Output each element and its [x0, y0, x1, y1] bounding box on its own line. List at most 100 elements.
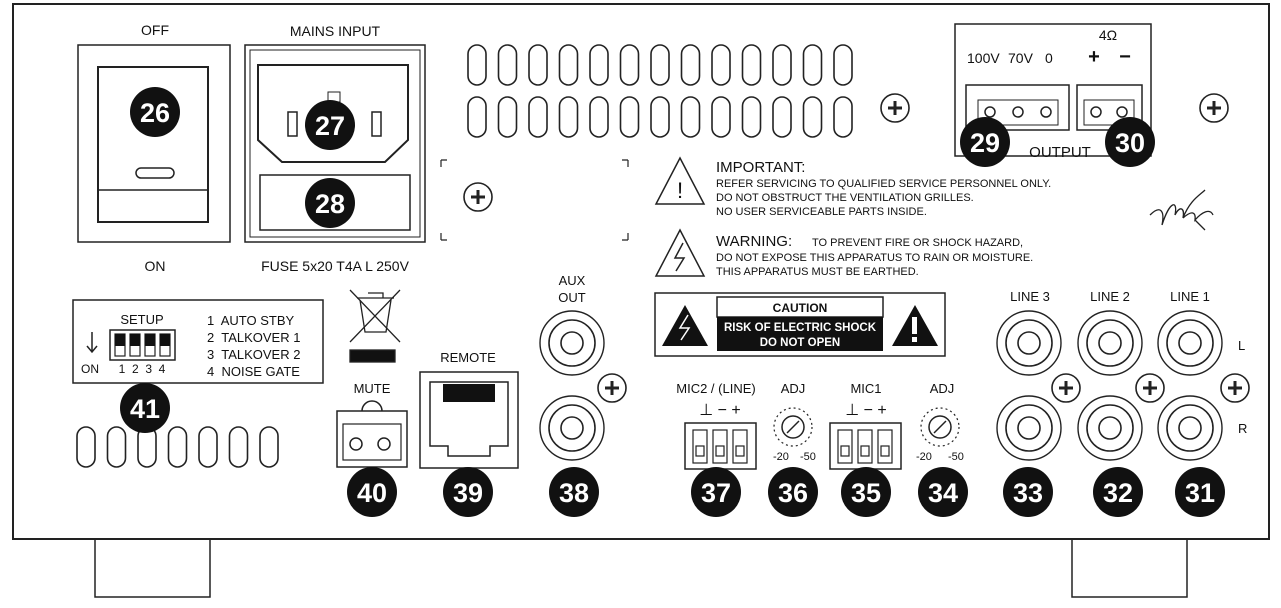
callout-number: 27	[315, 111, 345, 141]
mic2-label: MIC2 / (LINE)	[676, 381, 755, 396]
mains-input-socket[interactable]	[244, 44, 426, 243]
callout-number: 28	[315, 189, 345, 219]
ventilation-grille-lower	[76, 426, 279, 468]
vent-slot	[467, 96, 487, 138]
line1-label: LINE 1	[1170, 289, 1210, 304]
vent-slot	[680, 96, 701, 138]
screw-icon	[463, 182, 493, 212]
vent-slot	[650, 96, 670, 138]
vent-slot	[528, 44, 548, 86]
vent-slot	[680, 44, 701, 86]
vent-slot	[833, 44, 853, 86]
callout-badge-41: 41	[120, 383, 170, 433]
callout-badge-31: 31	[1175, 467, 1225, 517]
rca-jack[interactable]	[1157, 310, 1223, 376]
vent-slot	[76, 426, 96, 468]
output-0-label: 0	[1045, 50, 1053, 66]
screw-icon	[597, 373, 627, 403]
vent-slot	[467, 44, 487, 86]
setup-option-4: 4 NOISE GATE	[207, 364, 300, 379]
callout-number: 36	[778, 478, 808, 508]
mute-connector[interactable]	[336, 400, 408, 468]
vent-slot	[558, 44, 579, 86]
screw-icon	[1051, 373, 1081, 403]
callout-badge-35: 35	[841, 467, 891, 517]
warning-line-3: THIS APPARATUS MUST BE EARTHED.	[716, 266, 919, 278]
rca-jack[interactable]	[1077, 395, 1143, 461]
warning-title: WARNING:	[716, 233, 792, 250]
setup-option-2: 2 TALKOVER 1	[207, 330, 300, 345]
callout-number: 41	[130, 394, 160, 424]
left-foot	[94, 540, 211, 598]
vent-slot	[106, 426, 127, 468]
vent-slot	[497, 44, 518, 86]
vent-slot	[198, 426, 218, 468]
dip-numbers-label: 1 2 3 4	[119, 362, 166, 376]
callout-number: 37	[701, 478, 731, 508]
screw-icon	[880, 93, 910, 123]
mic2-adj-max: -50	[800, 451, 816, 463]
callout-number: 31	[1185, 478, 1215, 508]
mic2-adj-label: ADJ	[781, 381, 806, 396]
ventilation-grille-bottom	[467, 96, 853, 138]
mute-label: MUTE	[354, 381, 391, 396]
callout-badge-29: 29	[960, 117, 1010, 167]
important-line-1: REFER SERVICING TO QUALIFIED SERVICE PER…	[716, 178, 1051, 190]
rca-jack[interactable]	[539, 395, 605, 461]
callout-badge-40: 40	[347, 467, 397, 517]
callout-badge-33: 33	[1003, 467, 1053, 517]
callout-badge-39: 39	[443, 467, 493, 517]
mic1-connector[interactable]	[829, 422, 902, 470]
output-minus-label: −	[1119, 46, 1131, 68]
shock-hazard-icon	[654, 228, 706, 277]
svg-text:!: !	[677, 178, 683, 203]
screw-icon	[1220, 373, 1250, 403]
left-channel-label: L	[1238, 338, 1245, 353]
mic1-label: MIC1	[850, 381, 881, 396]
vent-slot	[619, 96, 640, 138]
aux-out-label: OUT	[558, 290, 586, 305]
vent-slot	[528, 96, 548, 138]
important-line-2: DO NOT OBSTRUCT THE VENTILATION GRILLES.	[716, 192, 974, 204]
callout-badge-28: 28	[305, 178, 355, 228]
output-70v-label: 70V	[1008, 50, 1034, 66]
callout-badge-32: 32	[1093, 467, 1143, 517]
remote-rj45-port[interactable]	[419, 371, 519, 469]
callout-number: 39	[453, 478, 483, 508]
rca-jacks[interactable]	[539, 310, 1223, 461]
screws	[463, 93, 1250, 403]
rca-jack[interactable]	[1077, 310, 1143, 376]
signature-mark	[1149, 189, 1214, 231]
mic1-gain-trim[interactable]	[920, 407, 960, 447]
callout-number: 35	[851, 478, 881, 508]
output-4ohm-label: 4Ω	[1099, 27, 1117, 43]
caution-label	[654, 292, 946, 357]
power-switch[interactable]	[77, 44, 231, 243]
mic2-gain-trim[interactable]	[773, 407, 813, 447]
mic2-connector[interactable]	[684, 422, 757, 470]
warning-line-2: DO NOT EXPOSE THIS APPARATUS TO RAIN OR …	[716, 252, 1033, 264]
output-plus-label: +	[1088, 46, 1100, 68]
weee-bin-icon	[349, 289, 401, 363]
mic1-adj-label: ADJ	[930, 381, 955, 396]
setup-on-label: ON	[81, 362, 99, 376]
rca-jack[interactable]	[996, 395, 1062, 461]
mains-input-label: MAINS INPUT	[290, 23, 381, 39]
rca-jack[interactable]	[996, 310, 1062, 376]
callout-badge-34: 34	[918, 467, 968, 517]
vent-slot	[711, 44, 731, 86]
vent-slot	[741, 96, 762, 138]
callout-badge-38: 38	[549, 467, 599, 517]
rca-jack[interactable]	[539, 310, 605, 376]
callout-badge-37: 37	[691, 467, 741, 517]
rca-jack[interactable]	[1157, 395, 1223, 461]
important-title: IMPORTANT:	[716, 159, 805, 176]
vent-slot	[741, 44, 762, 86]
vent-slot	[589, 96, 609, 138]
callout-number: 29	[970, 128, 1000, 158]
setup-dip-switch-block[interactable]	[72, 299, 324, 384]
vent-slot	[772, 96, 792, 138]
callout-badge-30: 30	[1105, 117, 1155, 167]
